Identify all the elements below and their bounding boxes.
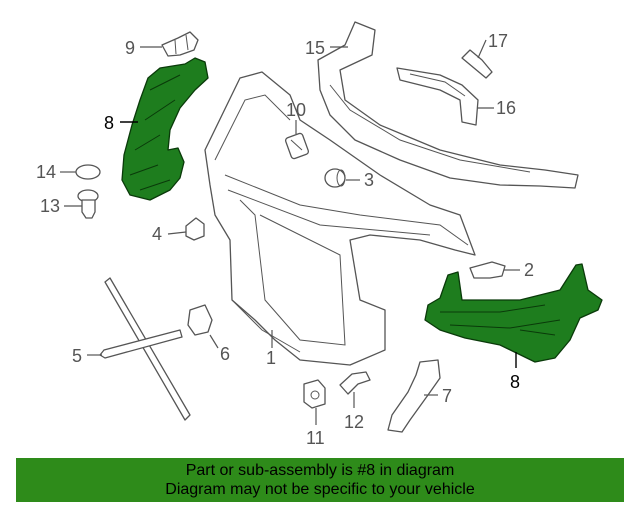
leader-6 bbox=[209, 334, 219, 349]
callout-12: 12 bbox=[344, 412, 364, 432]
callout-8-left: 8 bbox=[104, 113, 114, 133]
callout-9: 9 bbox=[125, 38, 135, 58]
part-10-clip[interactable] bbox=[284, 132, 310, 160]
leader-lines bbox=[60, 39, 520, 425]
part-15-upper-tie-bar[interactable] bbox=[317, 21, 579, 189]
part-11-clip[interactable] bbox=[303, 379, 326, 409]
callout-10: 10 bbox=[286, 100, 306, 120]
callout-8-right: 8 bbox=[510, 372, 520, 392]
part-16-bracket[interactable] bbox=[396, 67, 479, 126]
leader-17 bbox=[477, 39, 487, 59]
banner-line-2: Diagram may not be specific to your vehi… bbox=[165, 481, 475, 498]
callout-5: 5 bbox=[72, 346, 82, 366]
callout-2: 2 bbox=[524, 260, 534, 280]
callout-1: 1 bbox=[266, 348, 276, 368]
part-6-bracket[interactable] bbox=[187, 304, 213, 336]
part-4-clip[interactable] bbox=[185, 217, 205, 241]
callout-7: 7 bbox=[442, 386, 452, 406]
callout-17: 17 bbox=[488, 31, 508, 51]
callout-16: 16 bbox=[496, 98, 516, 118]
callout-13: 13 bbox=[40, 196, 60, 216]
callout-3: 3 bbox=[364, 170, 374, 190]
part-1-radiator-support[interactable] bbox=[204, 71, 476, 366]
callout-11: 11 bbox=[306, 428, 325, 448]
part-9-bracket[interactable] bbox=[161, 31, 199, 57]
part-2-clip[interactable] bbox=[469, 261, 506, 279]
part-8-highlighted-left[interactable] bbox=[121, 57, 209, 201]
part-5-stay-rod[interactable] bbox=[99, 277, 191, 421]
part-14-washer[interactable] bbox=[75, 164, 101, 180]
info-banner: Part or sub-assembly is #8 in diagram Di… bbox=[16, 458, 624, 502]
parts-diagram: 9 15 17 16 10 3 14 13 4 2 5 6 1 7 11 12 … bbox=[36, 21, 603, 448]
leader-4 bbox=[167, 231, 187, 235]
callout-14: 14 bbox=[36, 162, 56, 182]
callout-labels: 9 15 17 16 10 3 14 13 4 2 5 6 1 7 11 12 … bbox=[36, 31, 534, 448]
part-8-highlighted-right[interactable] bbox=[424, 263, 603, 363]
callout-15: 15 bbox=[305, 38, 325, 58]
banner-line-1: Part or sub-assembly is #8 in diagram bbox=[185, 462, 455, 479]
callout-4: 4 bbox=[152, 224, 162, 244]
part-17-clip[interactable] bbox=[461, 49, 493, 79]
part-7-air-duct[interactable] bbox=[387, 359, 441, 433]
part-12-hose[interactable] bbox=[339, 371, 371, 395]
callout-6: 6 bbox=[220, 344, 230, 364]
part-3-grommet[interactable] bbox=[324, 168, 346, 188]
part-13-push-pin[interactable] bbox=[77, 189, 99, 219]
